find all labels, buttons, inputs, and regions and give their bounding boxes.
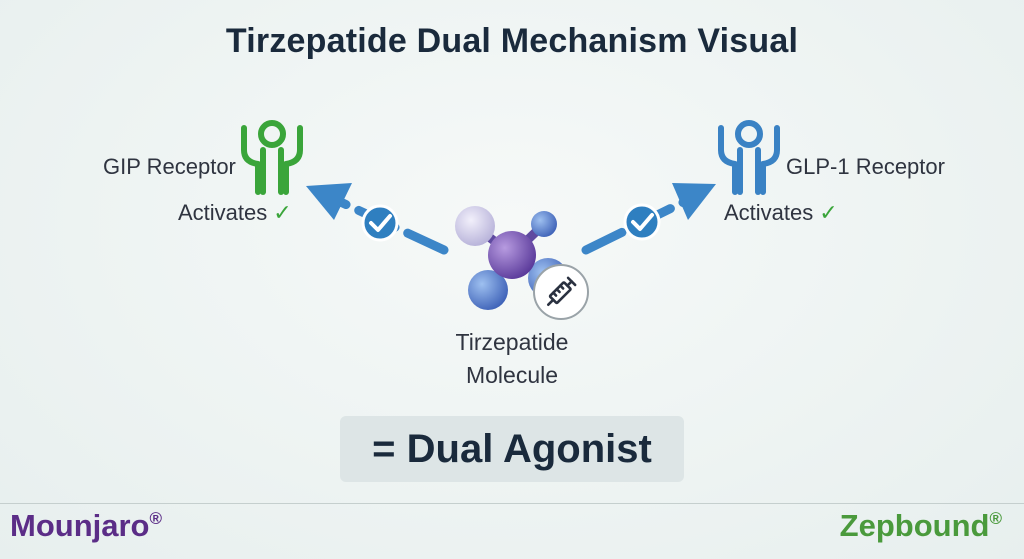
brand-mounjaro: Mounjaro® — [10, 508, 162, 544]
gip-activates-label: Activates✓ — [178, 200, 292, 226]
molecule-label: Tirzepatide Molecule — [412, 326, 612, 392]
footer-divider — [0, 503, 1024, 504]
molecule-label-line2: Molecule — [465, 362, 559, 388]
brand-mounjaro-mark: ® — [149, 509, 163, 528]
syringe-icon — [533, 264, 589, 320]
glp1-checkmark-icon: ✓ — [819, 200, 838, 225]
gip-checkmark-icon: ✓ — [273, 200, 292, 225]
page-title: Tirzepatide Dual Mechanism Visual — [225, 22, 799, 60]
glp1-receptor-icon — [718, 120, 780, 195]
gip-receptor-label: GIP Receptor — [103, 154, 236, 179]
brand-zepbound: Zepbound® — [840, 508, 1002, 544]
glp1-activates-label: Activates✓ — [724, 200, 838, 226]
left-check-icon — [361, 204, 399, 242]
glp1-activates-text: Activates — [724, 200, 814, 225]
dual-agonist-box: = Dual Agonist — [340, 416, 684, 482]
brand-zepbound-mark: ® — [989, 509, 1002, 528]
right-check-icon — [623, 203, 661, 241]
gip-receptor-icon — [241, 120, 303, 195]
glp1-receptor-label: GLP-1 Receptor — [786, 154, 945, 179]
gip-activates-text: Activates — [178, 200, 268, 225]
brand-mounjaro-text: Mounjaro — [10, 508, 150, 543]
brand-zepbound-text: Zepbound — [839, 508, 990, 543]
dual-agonist-text: = Dual Agonist — [372, 426, 652, 471]
molecule-label-line1: Tirzepatide — [455, 329, 569, 355]
